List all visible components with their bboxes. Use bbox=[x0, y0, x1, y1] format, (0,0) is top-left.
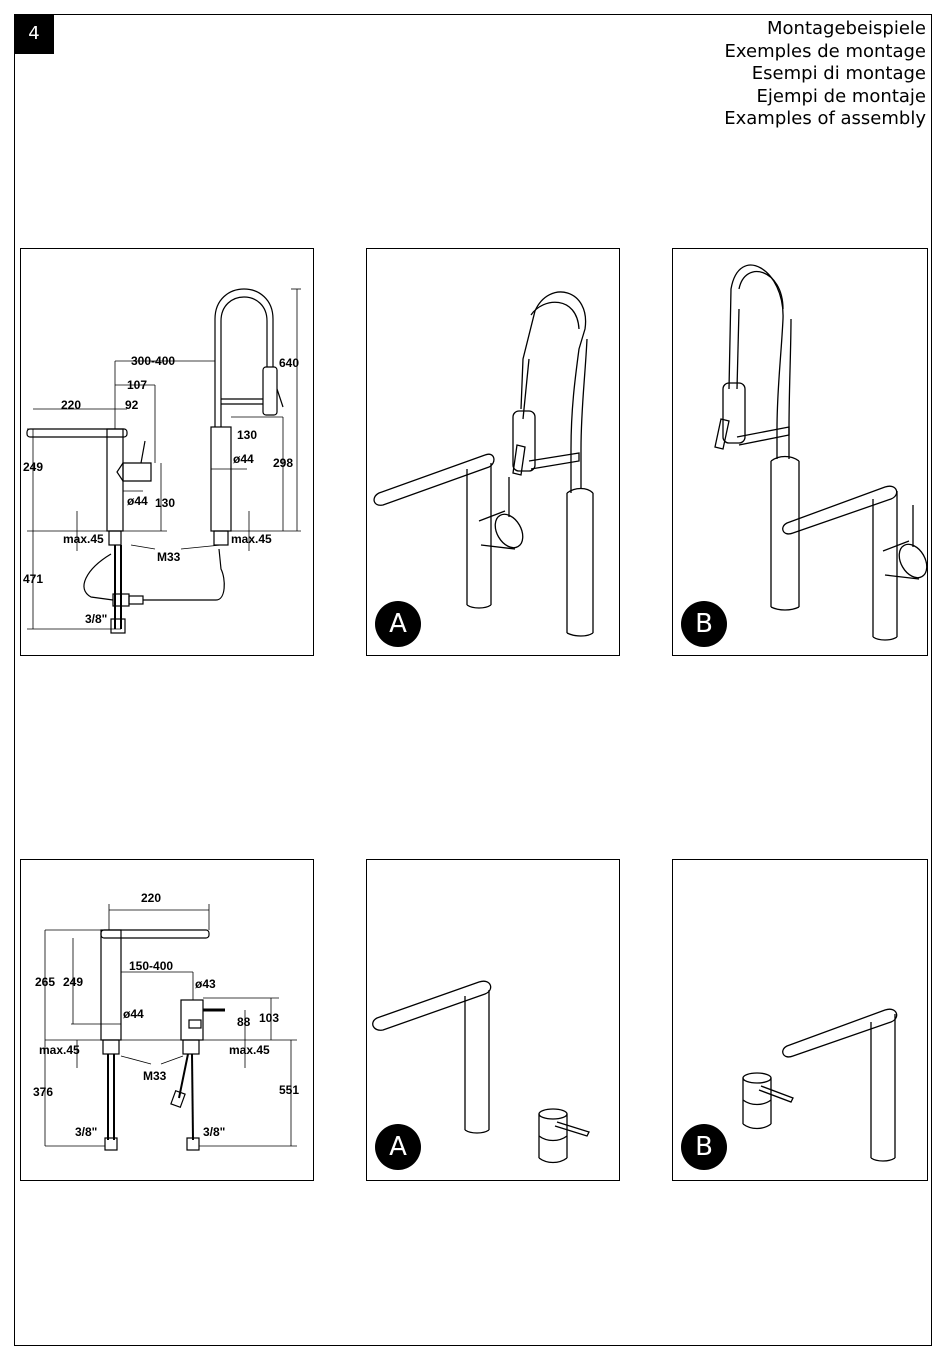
lever-cap bbox=[116, 462, 124, 482]
mixer-top bbox=[538, 1108, 568, 1120]
spring-arc-inner bbox=[220, 296, 268, 427]
dim-max45-right: max.45 bbox=[231, 532, 272, 546]
dim-92: 92 bbox=[125, 398, 139, 412]
dimension-drawing-separate-mixer: 220 265 249 150-400 ø43 ø44 88 103 max.4… bbox=[20, 859, 314, 1181]
spray-holder bbox=[736, 426, 790, 446]
dim-o44-left: ø44 bbox=[127, 494, 148, 508]
badge-b: B bbox=[681, 1124, 727, 1170]
handle-body bbox=[882, 540, 920, 580]
dim-130-spout: 130 bbox=[237, 428, 257, 442]
spray-trigger bbox=[512, 444, 526, 476]
spout-arm bbox=[373, 453, 495, 506]
dim-220: 220 bbox=[61, 398, 81, 412]
mixer-handle bbox=[188, 1019, 202, 1029]
page-number: 4 bbox=[14, 14, 54, 54]
dim-471: 471 bbox=[23, 572, 43, 586]
spout-arm bbox=[100, 929, 210, 939]
dim-298: 298 bbox=[273, 456, 293, 470]
badge-a: A bbox=[375, 1124, 421, 1170]
illustration-b-top bbox=[714, 264, 927, 641]
dim-150-400: 150-400 bbox=[129, 959, 173, 973]
title-fr: Exemples de montage bbox=[724, 40, 926, 62]
dim-551: 551 bbox=[279, 1083, 299, 1097]
spray-trigger bbox=[276, 388, 284, 408]
dim-o44-right: ø44 bbox=[233, 452, 254, 466]
badge-b: B bbox=[681, 601, 727, 647]
dim-3-8-right: 3/8" bbox=[203, 1125, 225, 1139]
drawing-bottom: 220 265 249 150-400 ø43 ø44 88 103 max.4… bbox=[33, 891, 299, 1151]
title-de: Montagebeispiele bbox=[767, 18, 926, 39]
connector-left bbox=[110, 618, 126, 634]
dim-88: 88 bbox=[237, 1015, 251, 1029]
illustration-a-top bbox=[373, 291, 594, 637]
dim-3-8: 3/8" bbox=[85, 612, 107, 626]
assembly-example-b-mixer: B bbox=[672, 859, 928, 1181]
dim-o44: ø44 bbox=[123, 1007, 144, 1021]
dim-376: 376 bbox=[33, 1085, 53, 1099]
illustration-a-bottom bbox=[372, 980, 590, 1164]
mixer-lever bbox=[554, 1121, 590, 1137]
assembly-example-a-mixer: A bbox=[366, 859, 620, 1181]
handle-body bbox=[478, 510, 516, 550]
dim-249: 249 bbox=[23, 460, 43, 474]
lever-rod bbox=[140, 440, 146, 464]
illustration-b-bottom bbox=[742, 1008, 898, 1162]
spray-head bbox=[512, 410, 536, 472]
connector-left bbox=[104, 1137, 118, 1151]
mixer-top bbox=[742, 1072, 772, 1084]
dim-220: 220 bbox=[141, 891, 161, 905]
dim-300-400: 300-400 bbox=[131, 354, 175, 368]
dim-max45-left: max.45 bbox=[63, 532, 104, 546]
title-it: Esempi di montage bbox=[751, 63, 926, 84]
dim-103: 103 bbox=[259, 1011, 279, 1025]
spring-arc bbox=[214, 288, 274, 427]
dim-640: 640 bbox=[279, 356, 299, 370]
page-titles: Montagebeispiele Exemples de montage Ese… bbox=[724, 18, 926, 131]
hose-right bbox=[143, 548, 225, 601]
dimension-drawing-spring-spout: 640 300-400 107 220 92 130 298 249 ø44 ø… bbox=[20, 248, 314, 656]
hose-left bbox=[83, 553, 114, 601]
thread-left bbox=[108, 530, 122, 546]
lever-block bbox=[122, 462, 152, 482]
dim-107: 107 bbox=[127, 378, 147, 392]
badge-a: A bbox=[375, 601, 421, 647]
dim-m33: M33 bbox=[143, 1069, 167, 1083]
dim-max45-left: max.45 bbox=[39, 1043, 80, 1057]
connector-mixer bbox=[186, 1137, 200, 1151]
thread-mixer bbox=[182, 1039, 200, 1055]
title-es: Ejempi de montaje bbox=[756, 85, 926, 107]
title-en: Examples of assembly bbox=[724, 108, 926, 129]
dim-3-8-left: 3/8" bbox=[75, 1125, 97, 1139]
spray-head bbox=[262, 366, 278, 416]
tap-body bbox=[106, 428, 124, 532]
handle-cap bbox=[494, 513, 524, 549]
page-border bbox=[14, 14, 932, 1346]
dim-265: 265 bbox=[35, 975, 55, 989]
dim-249: 249 bbox=[63, 975, 83, 989]
thread-right bbox=[213, 530, 229, 546]
spout-arm bbox=[372, 980, 492, 1031]
spray-trigger bbox=[714, 418, 730, 450]
dim-o43: ø43 bbox=[195, 977, 216, 991]
handle-cap bbox=[898, 543, 927, 579]
assembly-example-b-spring: B bbox=[672, 248, 928, 656]
spout-arm bbox=[26, 428, 128, 438]
spout-arm bbox=[782, 1008, 898, 1058]
dim-130-body: 130 bbox=[155, 496, 175, 510]
valve-outlet bbox=[128, 595, 144, 605]
dim-m33: M33 bbox=[157, 550, 181, 564]
spray-holder bbox=[528, 452, 580, 470]
tap-body bbox=[100, 929, 122, 1041]
spring-arc-outer bbox=[728, 264, 784, 459]
mixer-lever bbox=[758, 1085, 794, 1103]
spout-arm bbox=[782, 485, 898, 535]
assembly-example-a-spring: A bbox=[366, 248, 620, 656]
spray-head bbox=[722, 382, 746, 444]
dim-max45-right: max.45 bbox=[229, 1043, 270, 1057]
drawing-top: 640 300-400 107 220 92 130 298 249 ø44 ø… bbox=[23, 288, 301, 634]
spring-arc-outer bbox=[520, 291, 587, 493]
spring-column bbox=[210, 426, 232, 532]
thread-left bbox=[102, 1039, 120, 1055]
